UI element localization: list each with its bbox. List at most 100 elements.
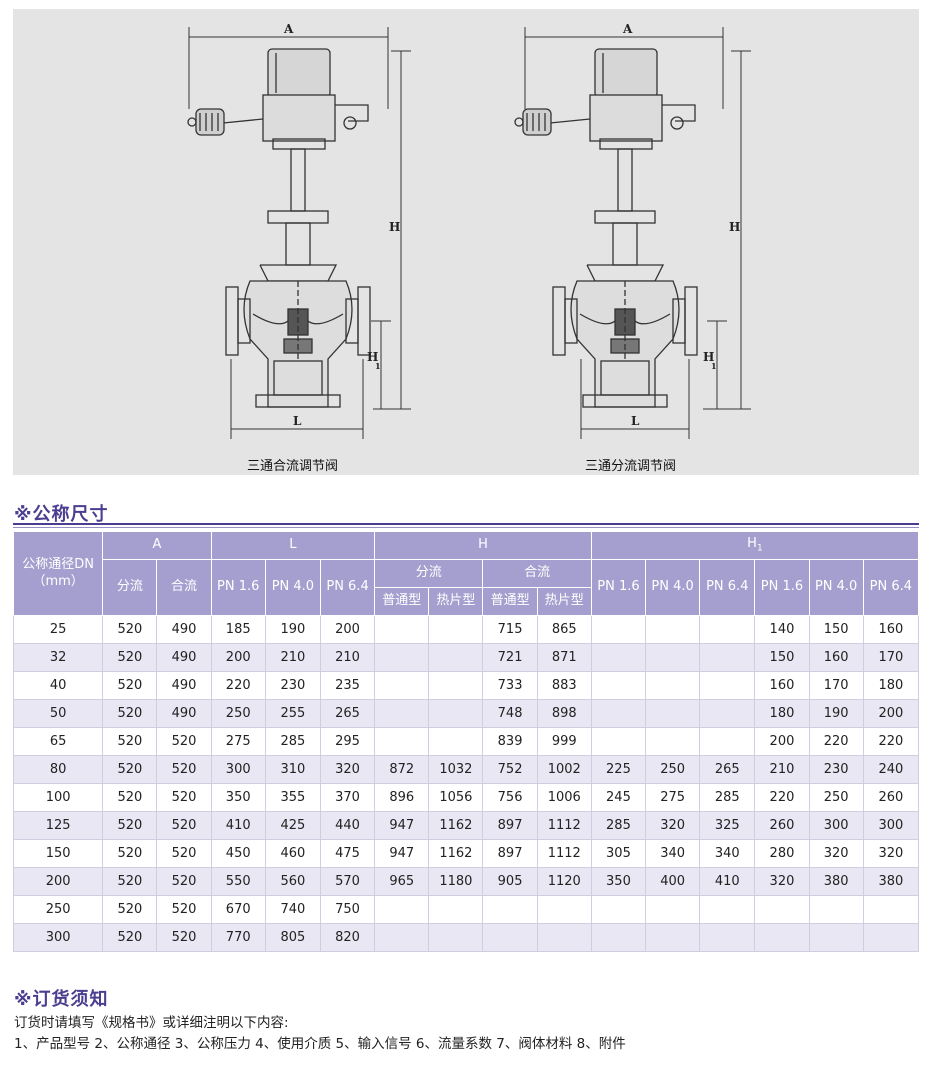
ordering-items: 1、产品型号 2、公称通径 3、公称压力 4、使用介质 5、输入信号 6、流量系… [14, 1036, 626, 1052]
header-h-heliu-repian: 热片型 [536, 587, 592, 616]
table-cell: 520 [156, 811, 212, 840]
table-cell: 1112 [536, 811, 592, 840]
table-cell: 520 [156, 727, 212, 756]
table-cell: 260 [862, 783, 920, 812]
table-cell: 520 [102, 643, 158, 672]
table-cell: 245 [590, 783, 647, 812]
table-cell: 320 [319, 755, 376, 784]
table-cell: 733 [482, 671, 538, 700]
header-h1: H1 [590, 531, 920, 560]
table-cell [428, 923, 484, 952]
table-cell: 355 [264, 783, 321, 812]
table-cell: 170 [808, 671, 864, 700]
table-cell: 965 [374, 867, 430, 896]
table-cell [374, 615, 430, 644]
table-cell: 295 [319, 727, 376, 756]
table-cell: 220 [808, 727, 864, 756]
table-cell: 1162 [428, 839, 484, 868]
table-cell [428, 643, 484, 672]
table-cell: 350 [590, 867, 647, 896]
table-cell: 380 [862, 867, 920, 896]
table-cell: 490 [156, 643, 212, 672]
table-cell [590, 643, 647, 672]
table-cell: 300 [862, 811, 920, 840]
table-cell: 50 [12, 699, 104, 728]
table-cell [808, 895, 864, 924]
table-cell: 235 [319, 671, 376, 700]
table-cell: 947 [374, 811, 430, 840]
table-cell: 1056 [428, 783, 484, 812]
table-cell [699, 615, 756, 644]
table-cell: 715 [482, 615, 538, 644]
section-title-dimensions: ※公称尺寸 [14, 504, 109, 525]
table-cell: 999 [536, 727, 592, 756]
table-cell: 190 [808, 699, 864, 728]
drawing-panel: A A H H H 1 H 1 L L 三通合流调节阀 三通分流调节阀 [13, 9, 919, 475]
table-cell: 570 [319, 867, 376, 896]
dim-label-h1-left: H [367, 350, 378, 364]
table-cell: 520 [156, 923, 212, 952]
table-cell: 300 [12, 923, 104, 952]
table-cell [428, 671, 484, 700]
table-cell: 275 [645, 783, 701, 812]
table-cell: 520 [102, 755, 158, 784]
ordering-instruction: 订货时请填写《规格书》或详细注明以下内容: [14, 1015, 289, 1031]
table-cell [699, 643, 756, 672]
table-cell: 520 [156, 755, 212, 784]
header-h1-pn40-b: PN 4.0 [808, 559, 864, 616]
table-cell [536, 923, 592, 952]
table-cell [590, 699, 647, 728]
table-cell [645, 727, 701, 756]
section-divider-thin [13, 527, 919, 528]
caption-split-valve: 三通分流调节阀 [585, 459, 677, 474]
table-cell [699, 727, 756, 756]
table-cell: 520 [102, 839, 158, 868]
table-cell: 200 [12, 867, 104, 896]
header-h-heliu: 合流 [482, 559, 592, 588]
table-cell: 300 [808, 811, 864, 840]
table-cell: 200 [210, 643, 266, 672]
table-cell: 150 [808, 615, 864, 644]
table-cell: 305 [590, 839, 647, 868]
dim-label-h1-right: H [703, 350, 714, 364]
table-cell: 947 [374, 839, 430, 868]
table-cell: 897 [482, 811, 538, 840]
table-cell: 250 [645, 755, 701, 784]
table-cell: 160 [862, 615, 920, 644]
header-a-heliu: 合流 [156, 559, 212, 616]
table-cell [536, 895, 592, 924]
table-cell: 240 [862, 755, 920, 784]
table-cell: 550 [210, 867, 266, 896]
table-cell [374, 923, 430, 952]
table-cell: 425 [264, 811, 321, 840]
table-cell [590, 671, 647, 700]
table-cell: 320 [754, 867, 810, 896]
table-cell: 40 [12, 671, 104, 700]
section-title-ordering: ※订货须知 [14, 989, 109, 1010]
header-a: A [102, 531, 212, 560]
table-cell: 520 [102, 671, 158, 700]
table-cell: 220 [862, 727, 920, 756]
table-cell [374, 699, 430, 728]
table-cell [645, 671, 701, 700]
table-cell [482, 923, 538, 952]
table-cell: 140 [754, 615, 810, 644]
table-cell [590, 727, 647, 756]
header-h1-pn64-b: PN 6.4 [862, 559, 920, 616]
table-cell [428, 615, 484, 644]
table-cell [590, 923, 647, 952]
table-cell: 210 [319, 643, 376, 672]
header-h1-pn16-b: PN 1.6 [754, 559, 810, 616]
table-cell: 1112 [536, 839, 592, 868]
table-cell: 871 [536, 643, 592, 672]
table-cell [754, 895, 810, 924]
table-cell: 670 [210, 895, 266, 924]
table-cell: 160 [808, 643, 864, 672]
table-cell [862, 895, 920, 924]
